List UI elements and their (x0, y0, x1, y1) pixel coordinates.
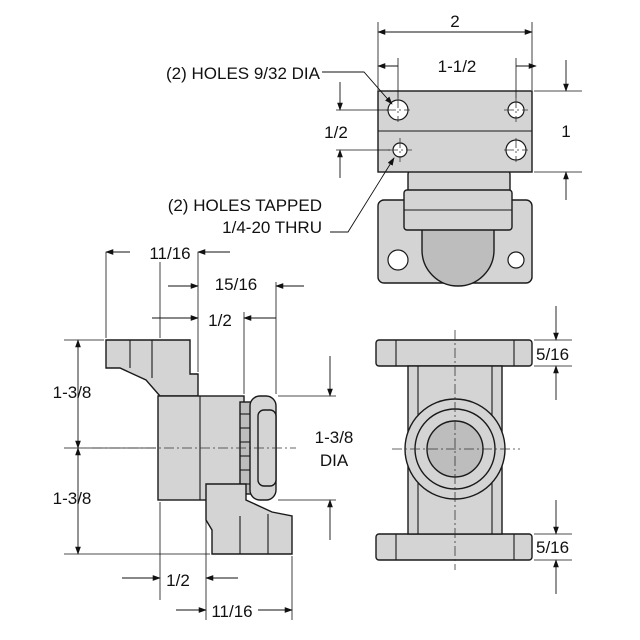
dim-flange-top: 5/16 (536, 345, 569, 364)
front-view-bottom-flange (375, 533, 533, 561)
dim-side-top-2: 15/16 (215, 275, 258, 294)
dim-side-height-upper: 1-3/8 (53, 383, 92, 402)
callout-holes-dia: (2) HOLES 9/32 DIA (166, 64, 321, 83)
top-view-boss (421, 225, 495, 287)
dim-overall-width: 2 (450, 12, 459, 31)
top-view-base-hole-left (387, 249, 409, 271)
leader-holes-tapped (330, 157, 395, 233)
side-view: 11/16 15/16 1/2 1-3/8 1-3/8 1/2 11/16 (53, 244, 354, 621)
dim-hole-spacing: 1-1/2 (438, 57, 477, 76)
front-view-top-flange (375, 339, 533, 367)
dim-side-bottom-2: 11/16 (211, 602, 252, 621)
callout-holes-tapped-2: 1/4-20 THRU (222, 218, 322, 237)
dim-side-bottom-1: 1/2 (166, 571, 190, 590)
top-view-base-hole-right (507, 251, 525, 269)
dim-side-top-3: 1/2 (208, 311, 232, 330)
callout-holes-tapped-1: (2) HOLES TAPPED (168, 196, 322, 215)
front-view: 5/16 5/16 (375, 306, 572, 594)
dim-hole-offset: 1/2 (324, 123, 348, 142)
dim-side-top-1: 11/16 (149, 244, 190, 263)
dim-diameter-1: 1-3/8 (315, 428, 354, 447)
dim-flange-bottom: 5/16 (536, 538, 569, 557)
top-view: 2 1-1/2 1 1/2 (2) HOLES 9/32 DIA (2) HOL… (166, 12, 582, 287)
dim-diameter-2: DIA (320, 451, 349, 470)
side-view-lower-bracket (205, 483, 293, 555)
leader-holes-dia (322, 71, 393, 105)
dim-plate-height: 1 (561, 122, 570, 141)
dim-side-height-lower: 1-3/8 (53, 489, 92, 508)
